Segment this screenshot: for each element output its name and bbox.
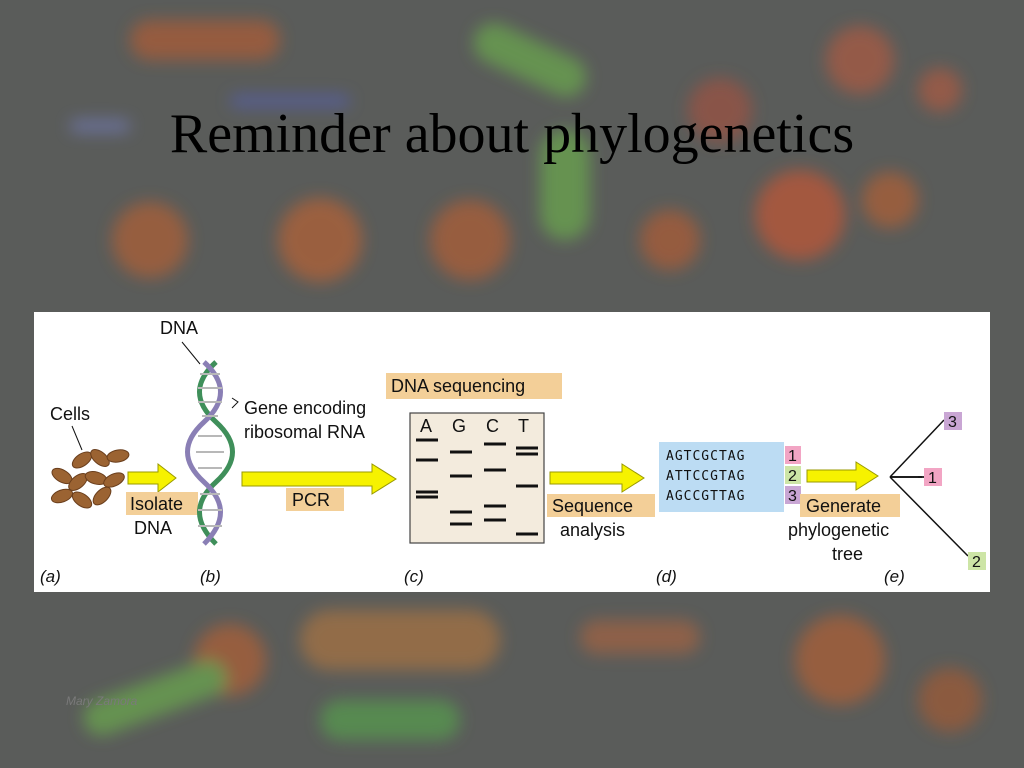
cells-icon <box>50 449 130 509</box>
generate-label-line1: Generate <box>806 496 881 516</box>
seq-num-3: 3 <box>788 488 797 505</box>
panel-label-d: (d) <box>656 567 677 586</box>
sequencing-gel <box>409 412 545 544</box>
cells-label: Cells <box>50 404 90 424</box>
arrow-generate-tree <box>806 461 879 491</box>
pcr-label: PCR <box>292 490 330 510</box>
seq-num-1: 1 <box>788 448 797 465</box>
panel-label-c: (c) <box>404 567 424 586</box>
generate-label-line2: phylogenetic <box>788 520 889 540</box>
sequence-3: AGCCGTTAG <box>666 489 745 504</box>
gene-label-line2: ribosomal RNA <box>244 422 365 442</box>
dna-pointer <box>181 341 201 365</box>
sequence-label-line2: analysis <box>560 520 625 540</box>
isolate-label-bg <box>126 492 198 515</box>
sequence-2: ATTCCGTAG <box>666 469 745 484</box>
dna-sequencing-label: DNA sequencing <box>391 376 525 396</box>
gene-label-line1: Gene encoding <box>244 398 366 418</box>
gel-lane-t: T <box>518 416 529 436</box>
gel-bands <box>416 438 538 536</box>
dna-sequencing-label-bg <box>386 373 562 399</box>
sequence-alignment-box <box>659 442 784 512</box>
tree-leaf-3-bg <box>944 412 962 430</box>
generate-label-bg <box>800 494 900 517</box>
seq-num-1-bg <box>785 446 801 464</box>
panel-label-e: (e) <box>884 567 905 586</box>
phylogenetics-workflow-figure: Cells Isolate DNA DNA Gene encoding ribo… <box>34 312 990 592</box>
sequence-1: AGTCGCTAG <box>666 449 745 464</box>
isolate-label-line1: Isolate <box>130 494 183 514</box>
watermark-text: Mary Zamora <box>66 694 138 708</box>
seq-num-2: 2 <box>788 468 797 485</box>
gel-lane-c: C <box>486 416 499 436</box>
seq-num-2-bg <box>785 466 801 484</box>
gel-lane-g: G <box>452 416 466 436</box>
panel-label-a: (a) <box>40 567 61 586</box>
generate-label-line3: tree <box>832 544 863 564</box>
arrow-pcr <box>241 463 397 495</box>
arrow-sequence-analysis <box>549 463 645 493</box>
pcr-label-bg <box>286 488 344 511</box>
seq-num-3-bg <box>785 486 801 504</box>
tree-leaf-1-bg <box>924 468 942 486</box>
phylogenetic-tree <box>889 419 969 557</box>
gel-lane-a: A <box>420 416 432 436</box>
gene-bracket <box>231 397 239 409</box>
sequence-label-bg <box>547 494 655 517</box>
slide-title: Reminder about phylogenetics <box>169 103 855 165</box>
isolate-label-line2: DNA <box>134 518 172 538</box>
dna-label: DNA <box>160 318 198 338</box>
tree-leaf-2: 2 <box>972 554 981 571</box>
tree-leaf-3: 3 <box>948 414 957 431</box>
dna-helix-icon <box>185 360 235 546</box>
cells-pointer <box>71 425 83 451</box>
tree-leaf-1: 1 <box>928 470 937 487</box>
panel-label-b: (b) <box>200 567 221 586</box>
sequence-label-line1: Sequence <box>552 496 633 516</box>
tree-leaf-2-bg <box>968 552 986 570</box>
arrow-isolate <box>127 462 177 494</box>
